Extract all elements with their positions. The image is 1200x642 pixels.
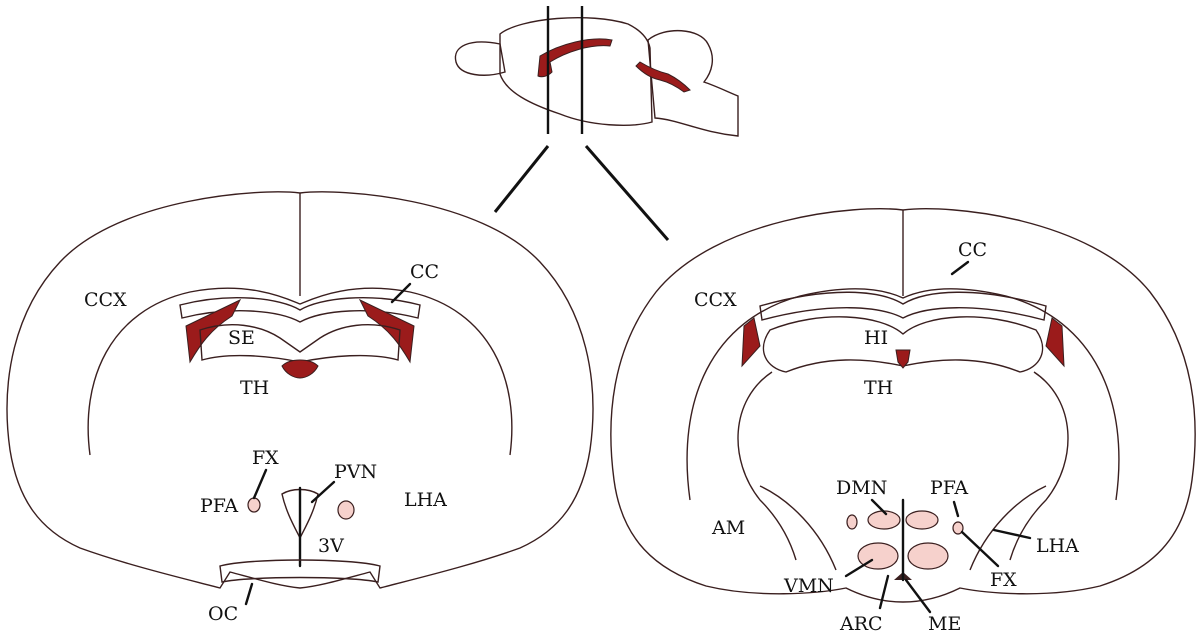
right-label-am: AM xyxy=(711,517,745,539)
right-label-dmn: DMN xyxy=(836,477,887,499)
right-label-th: TH xyxy=(864,377,893,399)
zoom-line-right xyxy=(584,145,670,241)
right-fornix-nucleus xyxy=(952,521,964,535)
sagittal-ventricle xyxy=(537,38,613,78)
left-coronal-section: CCX CC SE TH FX PVN PFA LHA 3V OC xyxy=(6,191,594,625)
right-dmn-left xyxy=(867,510,901,530)
left-septum xyxy=(199,324,401,363)
right-lateral-ventricle-right xyxy=(1045,317,1065,368)
right-vmn-pointer xyxy=(844,558,874,578)
left-lateral-ventricle-right xyxy=(358,298,415,364)
right-label-pfa: PFA xyxy=(930,477,968,499)
right-third-ventricle-dorsal xyxy=(895,349,911,369)
sagittal-fourth-ventricle xyxy=(635,61,691,93)
left-fx-pointer xyxy=(252,468,268,500)
right-me-pointer xyxy=(904,578,932,614)
right-coronal-section: CC CCX HI TH DMN PFA AM LHA FX VMN ARC M… xyxy=(610,208,1196,635)
right-pfa-nucleus-left xyxy=(846,514,858,530)
left-label-ccx: CCX xyxy=(84,289,127,311)
right-thalamus-boundary-right xyxy=(1009,371,1069,561)
right-cortex-boundary xyxy=(686,288,1120,501)
right-label-arc: ARC xyxy=(839,613,883,635)
right-label-hi: HI xyxy=(864,327,888,349)
left-label-fx: FX xyxy=(252,447,279,469)
left-pvn-pointer xyxy=(310,480,336,504)
zoom-line-left xyxy=(493,145,550,213)
right-fx-pointer xyxy=(960,530,1000,568)
right-dmn-right xyxy=(905,510,939,530)
left-cc-pointer xyxy=(390,282,412,304)
left-fornix-nucleus xyxy=(247,497,261,513)
left-pfa-nucleus-right xyxy=(337,500,355,520)
right-label-vmn: VMN xyxy=(783,575,834,597)
left-label-cc: CC xyxy=(410,261,439,283)
right-lateral-ventricle-left xyxy=(741,317,761,368)
left-oc-pointer xyxy=(244,582,254,606)
right-label-lha: LHA xyxy=(1036,535,1079,557)
right-cc-pointer xyxy=(950,260,970,276)
right-arc-pointer xyxy=(878,574,890,610)
right-corpus-callosum xyxy=(759,291,1047,321)
left-label-oc: OC xyxy=(208,603,238,625)
right-label-cc: CC xyxy=(958,239,987,261)
left-optic-chiasm xyxy=(219,559,381,583)
left-label-th: TH xyxy=(240,377,269,399)
left-label-lha: LHA xyxy=(404,489,447,511)
left-corpus-callosum xyxy=(179,297,421,323)
right-hippocampus xyxy=(762,316,1044,373)
left-label-pfa: PFA xyxy=(200,495,238,517)
left-cortex-boundary xyxy=(87,287,513,456)
sagittal-olfactory-bulb xyxy=(454,41,506,76)
right-dmn-pointer xyxy=(870,498,888,516)
right-section-outline xyxy=(610,208,1196,603)
right-amygdala-lobe-left xyxy=(759,485,837,571)
left-third-ventricle-dorsal xyxy=(281,359,319,379)
left-label-se: SE xyxy=(228,327,255,349)
left-section-outline xyxy=(6,191,594,589)
right-pfa-pointer xyxy=(952,500,960,518)
sagittal-cerebrum xyxy=(499,17,653,126)
right-label-ccx: CCX xyxy=(694,289,737,311)
left-lateral-ventricle-left xyxy=(185,298,242,364)
right-label-me: ME xyxy=(928,613,961,635)
sagittal-view xyxy=(454,6,739,241)
right-thalamus-boundary-left xyxy=(737,371,797,561)
sagittal-cerebellum-brainstem xyxy=(647,29,739,137)
right-lha-pointer xyxy=(992,528,1032,540)
left-label-3v: 3V xyxy=(318,535,344,557)
right-amygdala-lobe-right xyxy=(969,485,1047,571)
left-label-pvn: PVN xyxy=(334,461,377,483)
right-label-fx: FX xyxy=(990,569,1017,591)
right-vmn-right xyxy=(907,542,949,570)
